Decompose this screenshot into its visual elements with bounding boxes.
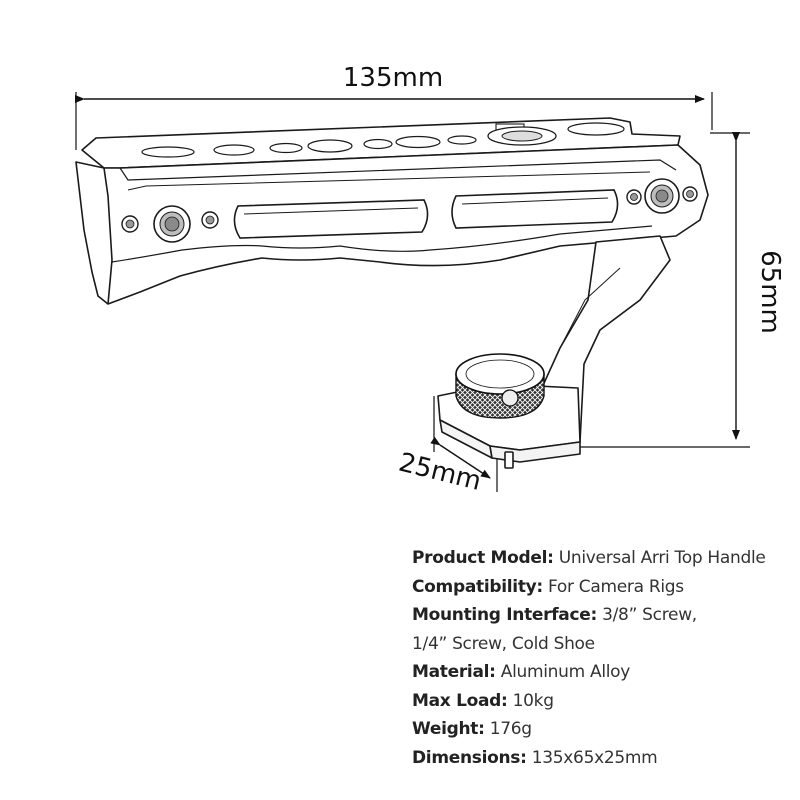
spec-row-dimensions: Dimensions: 135x65x25mm (412, 744, 798, 773)
spec-row-compatibility: Compatibility: For Camera Rigs (412, 573, 798, 602)
handle-technical-drawing: 135mm 65mm 25mm (75, 63, 785, 497)
spec-row-weight: Weight: 176g (412, 715, 798, 744)
spec-value: 3/8” Screw, (602, 605, 697, 625)
height-dimension: 65mm (560, 132, 785, 448)
top-threaded-hole (487, 123, 557, 146)
spec-row-mounting-interface: Mounting Interface: 3/8” Screw, (412, 601, 798, 630)
knob-center-screw (501, 389, 519, 407)
side-slots (233, 189, 619, 239)
depth-dimension-label: 25mm (396, 448, 485, 497)
knurled-knob (455, 353, 545, 419)
spec-label: Material: (412, 662, 496, 682)
width-dimension-label: 135mm (343, 63, 443, 93)
height-dimension-label: 65mm (755, 250, 785, 334)
spec-value: 176g (489, 719, 532, 739)
spec-label: Compatibility: (412, 576, 543, 597)
top-handle (75, 117, 709, 469)
rail-slot-left (141, 146, 195, 158)
foot-screw-pin (504, 451, 514, 469)
spec-value: Universal Arri Top Handle (558, 548, 766, 568)
spec-label: Product Model: (412, 548, 554, 568)
spec-row-material: Material: Aluminum Alloy (412, 658, 798, 687)
spec-row-product-model: Product Model: Universal Arri Top Handle (412, 544, 798, 573)
spec-label: Dimensions: (412, 747, 527, 768)
spec-value: Aluminum Alloy (500, 662, 631, 682)
spec-value: 1/4” Screw, Cold Shoe (412, 633, 595, 654)
spec-list: Product Model: Universal Arri Top Handle… (412, 544, 798, 772)
spec-label: Mounting Interface: (412, 605, 597, 625)
spec-value: 135x65x25mm (531, 747, 658, 768)
side-slot-right (451, 189, 619, 229)
spec-row-max-load: Max Load: 10kg (412, 687, 798, 716)
spec-value: For Camera Rigs (548, 576, 684, 597)
side-holes (121, 178, 698, 243)
spec-label: Max Load: (412, 690, 508, 711)
spec-label: Weight: (412, 719, 485, 739)
side-slot-left (233, 199, 429, 239)
width-dimension: 135mm (75, 63, 713, 150)
rail-slot-right (567, 122, 625, 136)
spec-row-mounting-interface-cont: 1/4” Screw, Cold Shoe (412, 630, 798, 659)
spec-value: 10kg (512, 690, 554, 711)
top-rail-holes (141, 122, 625, 158)
